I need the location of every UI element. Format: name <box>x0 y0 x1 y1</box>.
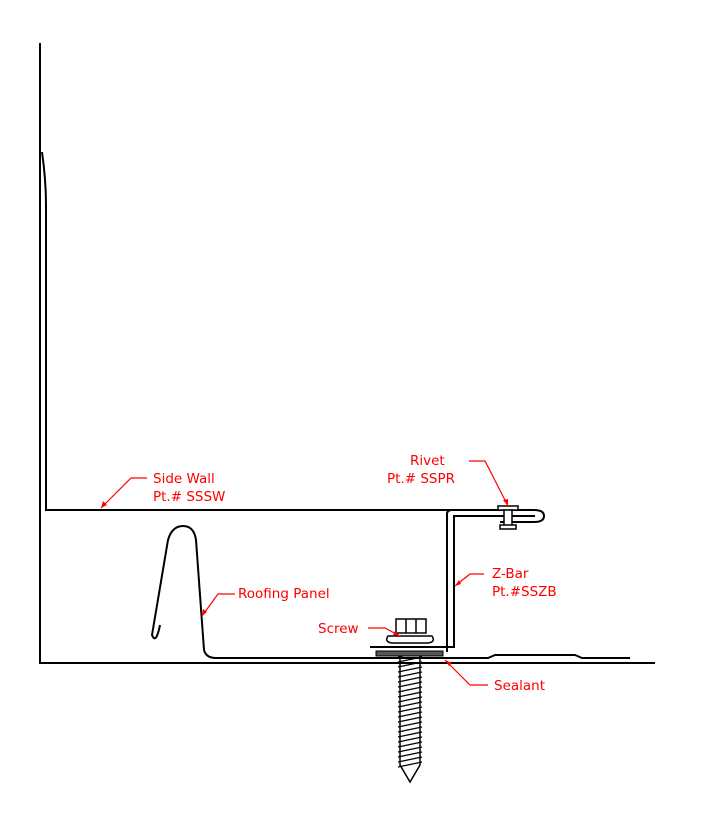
screw-thread <box>397 751 423 758</box>
screw-thread <box>397 696 423 703</box>
side-wall-part-number: Pt.# SSSW <box>153 489 226 505</box>
screw-thread <box>397 706 423 713</box>
screw-thread <box>397 741 423 748</box>
wall-outer-line <box>39 43 655 664</box>
screw-thread <box>397 666 423 673</box>
screw-thread <box>397 676 423 683</box>
screw-thread <box>397 736 423 743</box>
screw-thread <box>397 761 423 768</box>
screw-thread <box>397 746 423 753</box>
screw <box>385 618 435 784</box>
screw-thread <box>397 721 423 728</box>
screw-thread <box>397 671 423 678</box>
screw-thread <box>397 691 423 698</box>
screw-thread <box>397 711 423 718</box>
side-wall <box>41 151 546 523</box>
roofing-panel <box>150 524 630 659</box>
roofing-panel-leader <box>201 593 235 617</box>
rivet-leader <box>469 460 509 507</box>
roofing-panel-label: Roofing Panel <box>238 586 330 602</box>
screw-thread <box>397 731 423 738</box>
sealant-label: Sealant <box>494 678 546 694</box>
screw-thread <box>397 656 423 663</box>
z-bar-label: Z-Bar <box>492 566 529 582</box>
side-wall-leader <box>100 477 147 509</box>
screw-thread <box>397 716 423 723</box>
screw-thread <box>397 661 423 668</box>
screw-thread <box>397 756 423 763</box>
screw-thread <box>397 686 423 693</box>
screw-thread <box>397 726 423 733</box>
sealant <box>375 650 444 657</box>
z-bar <box>370 509 535 652</box>
side-wall-label: Side Wall <box>153 471 215 487</box>
sealant-leader <box>444 659 488 686</box>
rivet <box>497 505 519 530</box>
rivet-part-number: Pt.# SSPR <box>387 471 455 487</box>
screw-label: Screw <box>318 621 359 637</box>
screw-thread <box>397 681 423 688</box>
z-bar-part-number: Pt.#SSZB <box>492 584 557 600</box>
rivet-label: Rivet <box>410 453 445 469</box>
screw-thread <box>397 701 423 708</box>
